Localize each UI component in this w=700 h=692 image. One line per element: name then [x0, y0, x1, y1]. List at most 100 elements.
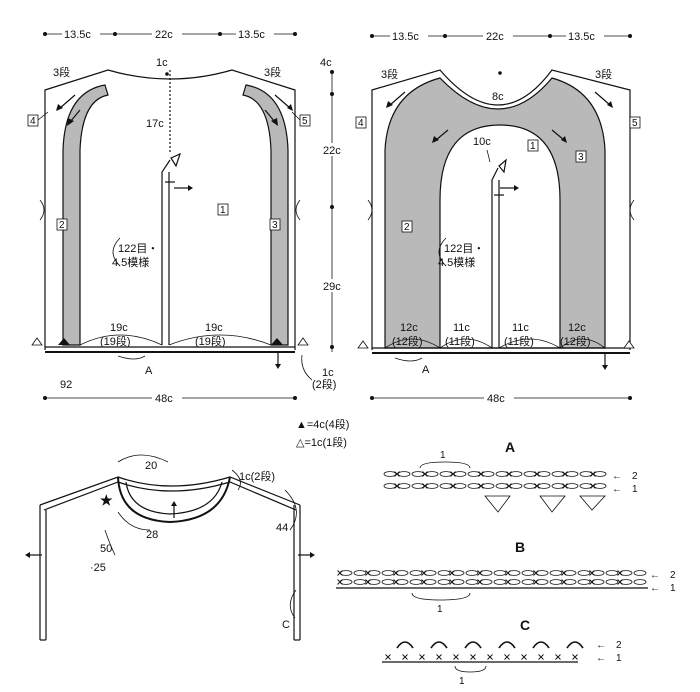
front-inner-neck: 10c: [473, 136, 491, 148]
stitch-chart-a: A 1 ← 2 ← 1: [383, 439, 638, 513]
marker-box: [56, 218, 68, 231]
front-width: 48c: [487, 393, 505, 405]
chain-stitch-symbol: [579, 483, 593, 489]
assembly-shoulder-line: [39, 476, 301, 506]
chain-stitch-symbol: [493, 570, 507, 576]
marker-box: [299, 114, 311, 127]
chain-stitch-symbol: [551, 471, 565, 477]
legend-open: △=1c(1段): [296, 435, 347, 449]
back-piece: 13.5c 22c 13.5c 3段 3段 1c 17c: [27, 27, 311, 405]
single-crochet-symbol: [617, 570, 623, 576]
single-crochet-symbol: [505, 579, 511, 585]
chain-stitch-symbol: [437, 570, 451, 576]
single-crochet-symbol: [393, 570, 399, 576]
chain-stitch-symbol: [481, 483, 495, 489]
single-crochet-symbol: [506, 471, 512, 477]
chain-stitch-symbol: [397, 471, 411, 477]
chart-c-title: C: [520, 617, 530, 633]
single-crochet-symbol: [449, 579, 455, 585]
chain-stitch-symbol: [579, 471, 593, 477]
filled-triangle: [271, 338, 283, 345]
vertical-dimensions: 4c 22c 29c 1c (2段): [301, 57, 348, 391]
chain-stitch-symbol: [425, 471, 439, 477]
chart-a-row-1: 1: [632, 484, 638, 495]
back-marker-1: 1: [220, 205, 226, 216]
front-bottom-r-3: (11段): [504, 334, 534, 348]
asm-num-25: ·25: [90, 562, 106, 574]
chain-stitch-symbol: [523, 471, 537, 477]
front-marker-1: 1: [530, 141, 536, 152]
chain-stitch-symbol: [381, 570, 395, 576]
chain-stitch-symbol: [633, 579, 647, 585]
stitch-chart-c: C 1 ← 2 ← 1: [382, 617, 622, 687]
chain-stitch-symbol: [521, 579, 535, 585]
stitch-chart-b: B 1 ← 2 ← 1: [336, 539, 676, 615]
back-center-slit: [161, 159, 171, 345]
back-dim-center: 22c: [155, 29, 173, 41]
chain-stitch-symbol: [593, 471, 607, 477]
back-neck-center: 1c: [156, 57, 168, 69]
chain-stitch-symbol: [467, 483, 481, 489]
filled-triangle: [58, 338, 70, 345]
front-dim-right: 13.5c: [568, 31, 595, 43]
single-crochet-symbol: [534, 483, 540, 489]
chart-a-repeat: 1: [440, 450, 446, 461]
single-crochet-symbol: [572, 654, 578, 660]
single-crochet-symbol: [589, 579, 595, 585]
single-crochet-symbol: [478, 483, 484, 489]
chart-c-row-2: 2: [616, 640, 622, 651]
chain-stitch-symbol: [549, 579, 563, 585]
chart-c-arrow-1: ←: [596, 653, 606, 664]
chart-a-title: A: [505, 439, 515, 455]
chain-stitch-symbol: [509, 471, 523, 477]
front-marker-2: 2: [404, 222, 410, 233]
chain-stitch-symbol: [577, 570, 591, 576]
dim-dot: [43, 32, 47, 36]
chain-stitch-symbol: [409, 579, 423, 585]
back-shoulder-rows-left: 3段: [53, 65, 70, 79]
chart-b-arrow-1: ←: [650, 583, 660, 594]
chain-stitch-symbol: [439, 471, 453, 477]
front-label-a: A: [422, 364, 430, 376]
single-crochet-symbol: [477, 570, 483, 576]
chain-stitch-symbol: [481, 471, 495, 477]
chain-stitch-symbol: [493, 579, 507, 585]
single-crochet-symbol: [504, 654, 510, 660]
marker-box: [217, 203, 229, 216]
front-bottom-w-1: 12c: [400, 322, 418, 334]
assembly-diagram: ★ 20 1c(2段) 28 50 ·25 44 C: [25, 454, 315, 641]
chain-stitch-symbol: [633, 570, 647, 576]
back-shoulder-arrow-right: [274, 94, 291, 109]
front-bottom-r-2: (11段): [445, 334, 475, 348]
front-marker-5: 5: [632, 118, 638, 129]
chain-stitch-symbol: [409, 570, 423, 576]
chart-b-title: B: [515, 539, 525, 555]
back-dim-right: 13.5c: [238, 29, 265, 41]
single-crochet-symbol: [394, 483, 400, 489]
single-crochet-symbol: [487, 654, 493, 660]
front-stitch-note-2: 4.5模様: [438, 255, 475, 269]
chain-stitch-symbol: [605, 579, 619, 585]
front-marker-3: 3: [578, 152, 584, 163]
marker-box: [269, 218, 281, 231]
front-bottom-r-4: (12段): [560, 334, 591, 348]
chain-stitch-symbol: [453, 483, 467, 489]
chart-c-repeat: 1: [459, 676, 465, 687]
back-bottom-left: 19c: [110, 322, 128, 334]
back-stitch-note-1: 122目・: [118, 243, 158, 255]
vdim-hem: 1c: [322, 367, 334, 379]
single-crochet-symbol: [477, 579, 483, 585]
bracket: [112, 237, 121, 267]
single-crochet-symbol: [385, 654, 391, 660]
asm-num-20: 20: [145, 460, 157, 472]
chain-stitch-symbol: [381, 579, 395, 585]
back-bottom-left-rows: (19段): [100, 334, 131, 348]
picot-arc-symbol: [430, 641, 448, 649]
single-crochet-symbol: [478, 471, 484, 477]
single-crochet-symbol: [617, 579, 623, 585]
chain-stitch-symbol: [439, 483, 453, 489]
open-triangle: [31, 337, 43, 346]
front-neck-depth: 8c: [492, 91, 504, 103]
chart-b-row-2: 2: [670, 570, 676, 581]
chain-stitch-symbol: [495, 483, 509, 489]
